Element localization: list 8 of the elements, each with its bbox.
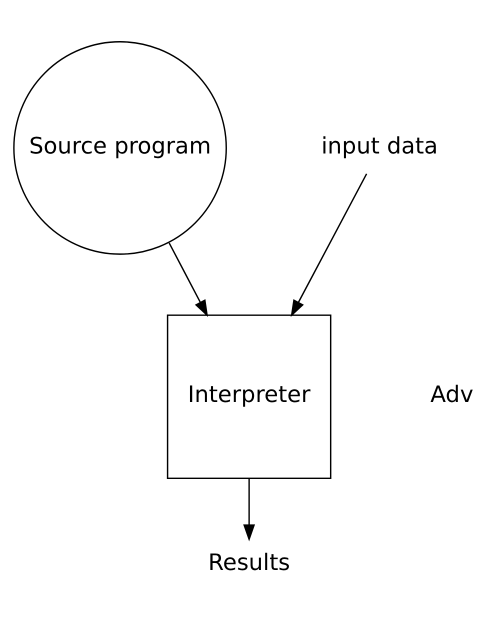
arrow	[290, 173, 368, 316]
node-box: Interpreter	[166, 314, 332, 478]
node-circle: Source program	[13, 40, 227, 254]
arrow	[243, 478, 256, 541]
node-text: input data	[321, 132, 438, 159]
node-text: Results	[208, 550, 290, 576]
label: Adv	[430, 382, 474, 408]
arrow	[168, 242, 208, 317]
